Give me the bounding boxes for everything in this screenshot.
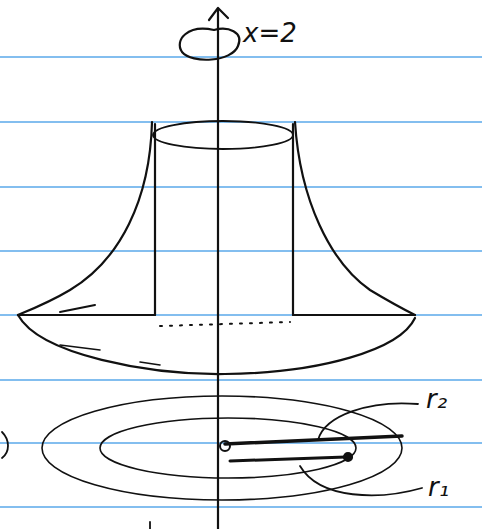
axis-label: x=2 (243, 20, 297, 46)
base-left (18, 314, 155, 316)
top-ellipse (153, 121, 293, 149)
axis-arrow (209, 8, 228, 20)
notebook-lines (0, 57, 482, 507)
stroke-mark (60, 305, 95, 312)
leader-r1 (300, 466, 422, 495)
base-right (293, 314, 415, 316)
outer-curve-right (295, 122, 415, 315)
shading-marks (60, 345, 160, 365)
inner-wall-right (292, 124, 294, 315)
radius-r2 (225, 436, 402, 444)
hidden-edge (160, 322, 290, 326)
outer-disk (42, 396, 402, 500)
leader-r2 (318, 403, 418, 440)
bottom-ellipse (18, 315, 415, 374)
radius-label: r₁ (428, 474, 449, 500)
edge-tick (149, 522, 151, 529)
outer-curve-left (18, 122, 152, 315)
edge-mark (2, 432, 8, 458)
inner-wall-left (154, 124, 156, 315)
radius-end (344, 453, 352, 461)
axis-circle-mark (180, 29, 240, 60)
axis-of-rotation (217, 10, 219, 529)
radius-label: r₂ (426, 386, 447, 412)
inner-disk (100, 418, 356, 478)
radius-r1 (230, 457, 346, 461)
